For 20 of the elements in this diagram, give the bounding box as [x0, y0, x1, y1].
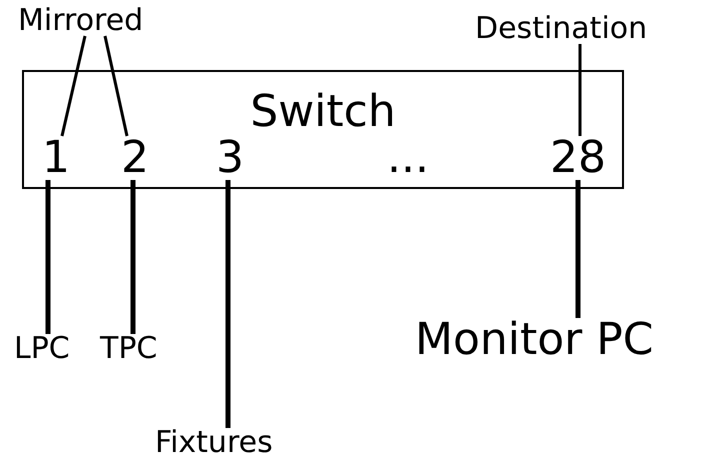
leader-line — [60, 36, 86, 136]
ellipsis-text: ... — [387, 136, 429, 180]
device-label: TPC — [100, 334, 158, 364]
switch-title: Switch — [250, 90, 396, 134]
leader-line — [578, 44, 582, 136]
device-label: Monitor PC — [415, 318, 654, 362]
port-number: 1 — [42, 136, 70, 180]
leader-label: Mirrored — [18, 6, 144, 36]
device-label: Fixtures — [155, 428, 273, 458]
leader-line — [104, 36, 128, 136]
cable-line — [46, 180, 50, 334]
device-label: LPC — [14, 334, 70, 364]
switch-box — [22, 70, 624, 189]
cable-line — [226, 180, 230, 428]
port-number: 28 — [550, 136, 606, 180]
port-number: 3 — [216, 136, 244, 180]
cable-line — [576, 180, 580, 318]
leader-label: Destination — [475, 14, 648, 44]
port-number: 2 — [121, 136, 149, 180]
cable-line — [130, 180, 136, 334]
